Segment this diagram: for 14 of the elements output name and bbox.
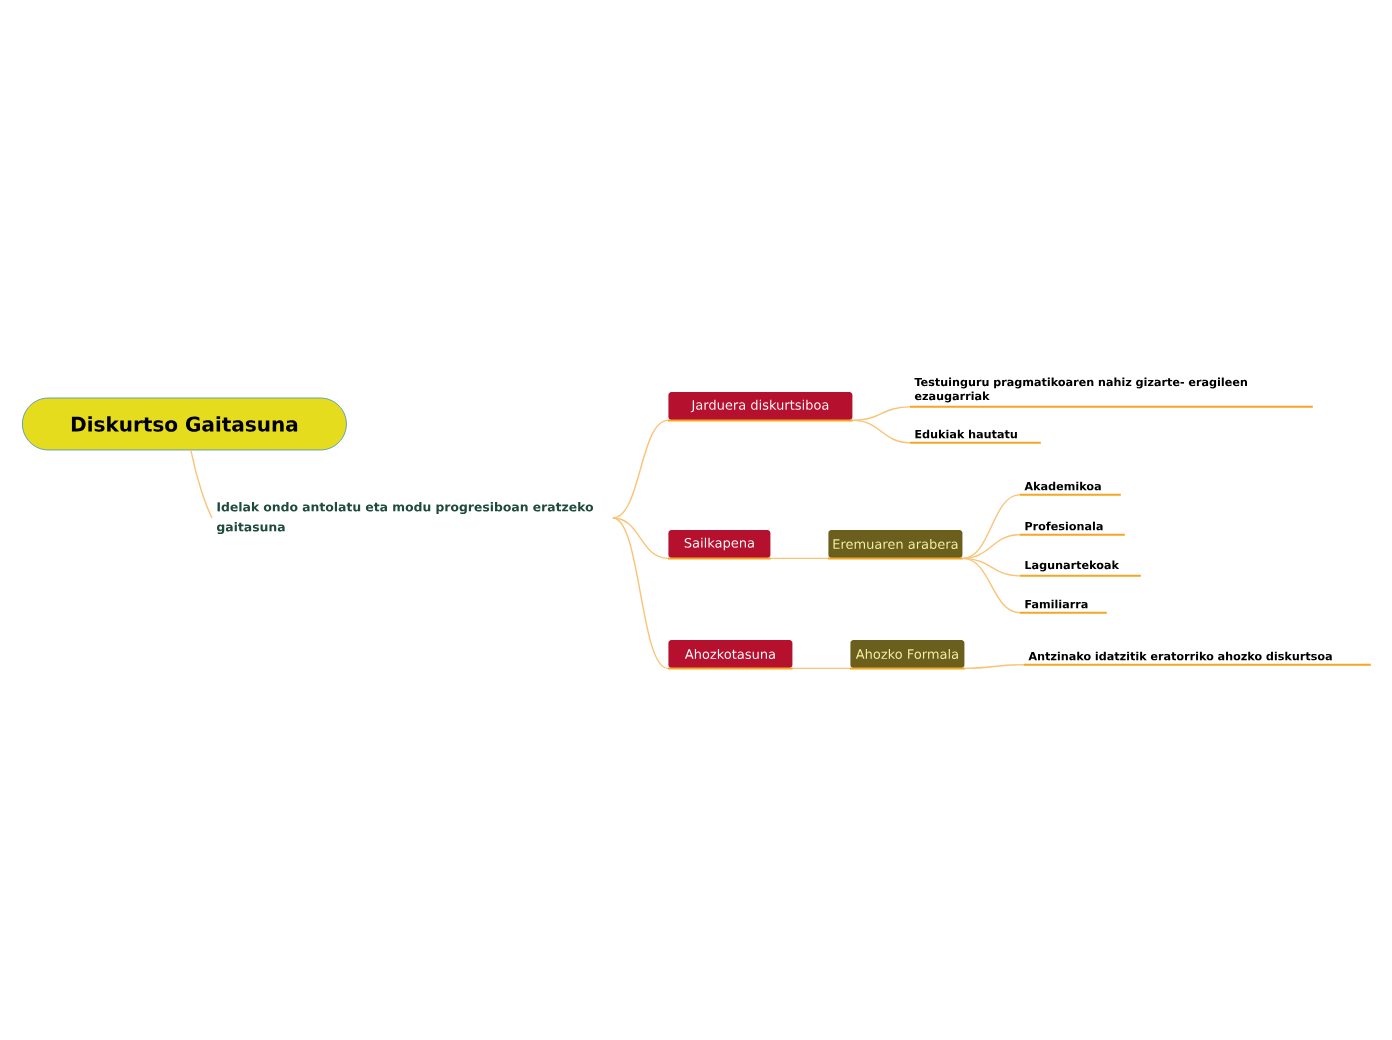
connector-line (852, 419, 911, 444)
connector-line (770, 557, 829, 560)
connector-line (964, 664, 1025, 670)
connector-line (962, 557, 1021, 614)
connector-line (612, 419, 669, 519)
central-topic-box: Diskurtso Gaitasuna (22, 397, 347, 451)
connector-line (612, 517, 669, 560)
connector-line (792, 667, 851, 670)
connector-line (962, 557, 1021, 577)
connector-line (962, 534, 1021, 560)
connector-line (190, 449, 213, 519)
connector-line (852, 406, 911, 422)
connector-line (962, 494, 1021, 560)
connector-line (612, 517, 669, 670)
